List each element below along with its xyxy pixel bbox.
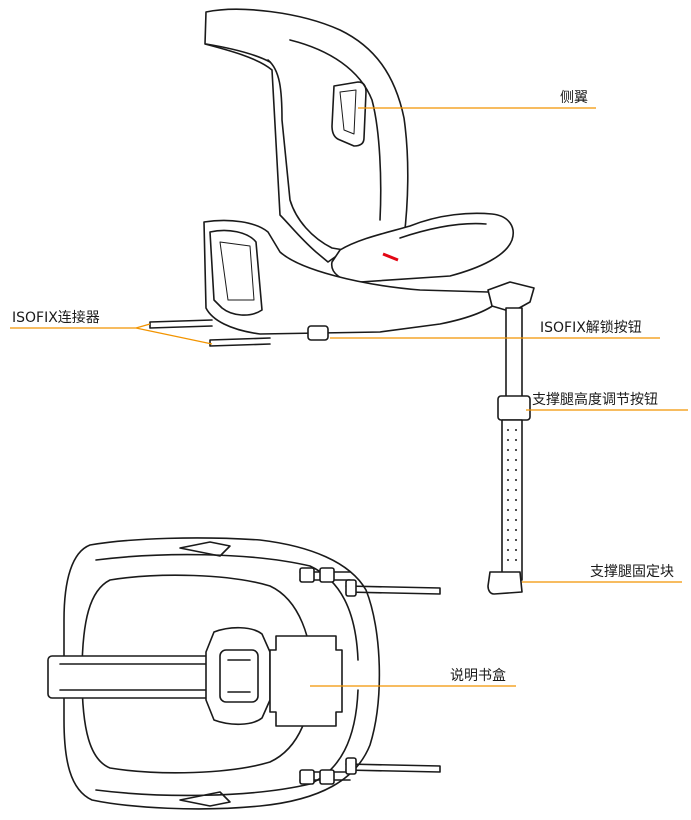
side-wing-window bbox=[331, 81, 367, 147]
isofix-arm-upper bbox=[149, 319, 213, 329]
seat-top-view bbox=[47, 537, 441, 810]
manual-box-shape bbox=[269, 635, 343, 727]
top-isofix-arm-lower bbox=[345, 763, 441, 773]
label-isofix-connector: ISOFIX连接器 bbox=[12, 310, 100, 326]
top-isofix-arm-upper bbox=[345, 585, 441, 595]
leader-isofix-connector bbox=[10, 323, 213, 345]
seat-base bbox=[203, 219, 501, 335]
support-leg-holes bbox=[507, 429, 517, 561]
backrest-panel bbox=[267, 59, 345, 251]
label-isofix-release: ISOFIX解锁按钮 bbox=[540, 320, 642, 336]
label-leg-fixing-block: 支撑腿固定块 bbox=[590, 564, 674, 580]
leader-lines bbox=[10, 107, 688, 687]
base-side-window bbox=[209, 229, 263, 316]
label-side-wing: 侧翼 bbox=[560, 90, 588, 106]
support-leg-hinge bbox=[487, 281, 535, 313]
harness-strap bbox=[47, 655, 219, 699]
support-leg-adjuster bbox=[497, 395, 531, 421]
isofix-arm-lower bbox=[209, 337, 271, 347]
support-leg-foot-block bbox=[487, 571, 523, 595]
label-leg-height-button: 支撑腿高度调节按钮 bbox=[532, 392, 658, 408]
label-manual-box: 说明书盒 bbox=[450, 668, 506, 684]
support-leg-upper bbox=[505, 307, 523, 409]
seat-side-view bbox=[149, 8, 535, 595]
buckle bbox=[219, 649, 259, 703]
isofix-release-button-shape bbox=[307, 325, 329, 341]
support-leg-lower bbox=[501, 419, 523, 581]
